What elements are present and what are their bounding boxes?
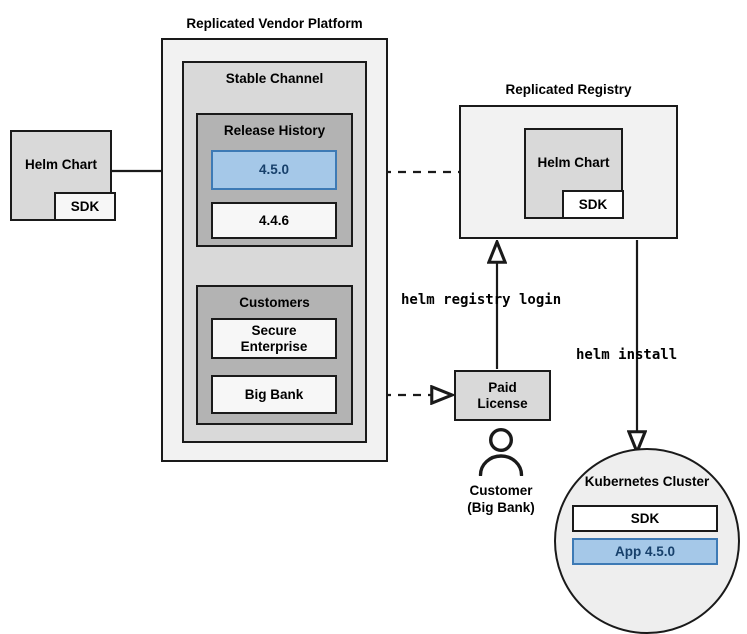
customer-actor-caption: Customer (Big Bank) <box>434 483 568 517</box>
customers-label: Customers <box>239 295 310 310</box>
customer-item-line1: Secure <box>251 322 297 338</box>
customer-item-big-bank[interactable]: Big Bank <box>211 375 337 414</box>
registry-sdk-label: SDK <box>578 196 608 212</box>
release-item-label: 4.4.6 <box>258 212 290 228</box>
release-item-label: 4.5.0 <box>258 162 290 178</box>
cluster-sdk-box: SDK <box>572 505 718 532</box>
cluster-app-box: App 4.5.0 <box>572 538 718 565</box>
source-sdk-label: SDK <box>70 198 100 214</box>
registry-sdk-box: SDK <box>562 190 624 219</box>
customer-item-secure-enterprise[interactable]: Secure Enterprise <box>211 318 337 359</box>
kubernetes-cluster-title: Kubernetes Cluster <box>584 474 710 489</box>
customer-item-label: Secure Enterprise <box>241 323 308 354</box>
command-helm-install: helm install <box>576 347 678 363</box>
paid-license-label: Paid License <box>477 380 527 411</box>
cluster-sdk-label: SDK <box>630 510 660 526</box>
release-item-4-5-0[interactable]: 4.5.0 <box>211 150 337 190</box>
paid-license-box: Paid License <box>454 370 551 421</box>
source-sdk-box: SDK <box>54 192 116 221</box>
paid-license-line1: Paid <box>488 379 517 395</box>
customer-item-label: Big Bank <box>244 386 304 402</box>
customer-caption-line2: (Big Bank) <box>467 499 535 515</box>
release-history-label: Release History <box>223 123 326 138</box>
registry-helm-chart-label: Helm Chart <box>537 155 610 170</box>
cluster-app-label: App 4.5.0 <box>614 543 676 559</box>
customer-item-line2: Enterprise <box>240 338 308 354</box>
source-helm-chart-label: Helm Chart <box>24 157 97 172</box>
paid-license-line2: License <box>477 395 528 411</box>
command-helm-registry-login: helm registry login <box>401 292 562 308</box>
vendor-platform-title: Replicated Vendor Platform <box>186 16 363 31</box>
replicated-registry-title: Replicated Registry <box>505 82 632 97</box>
person-icon <box>470 427 532 477</box>
release-item-4-4-6[interactable]: 4.4.6 <box>211 202 337 239</box>
customer-caption-line1: Customer <box>469 483 533 498</box>
stable-channel-label: Stable Channel <box>225 71 324 86</box>
